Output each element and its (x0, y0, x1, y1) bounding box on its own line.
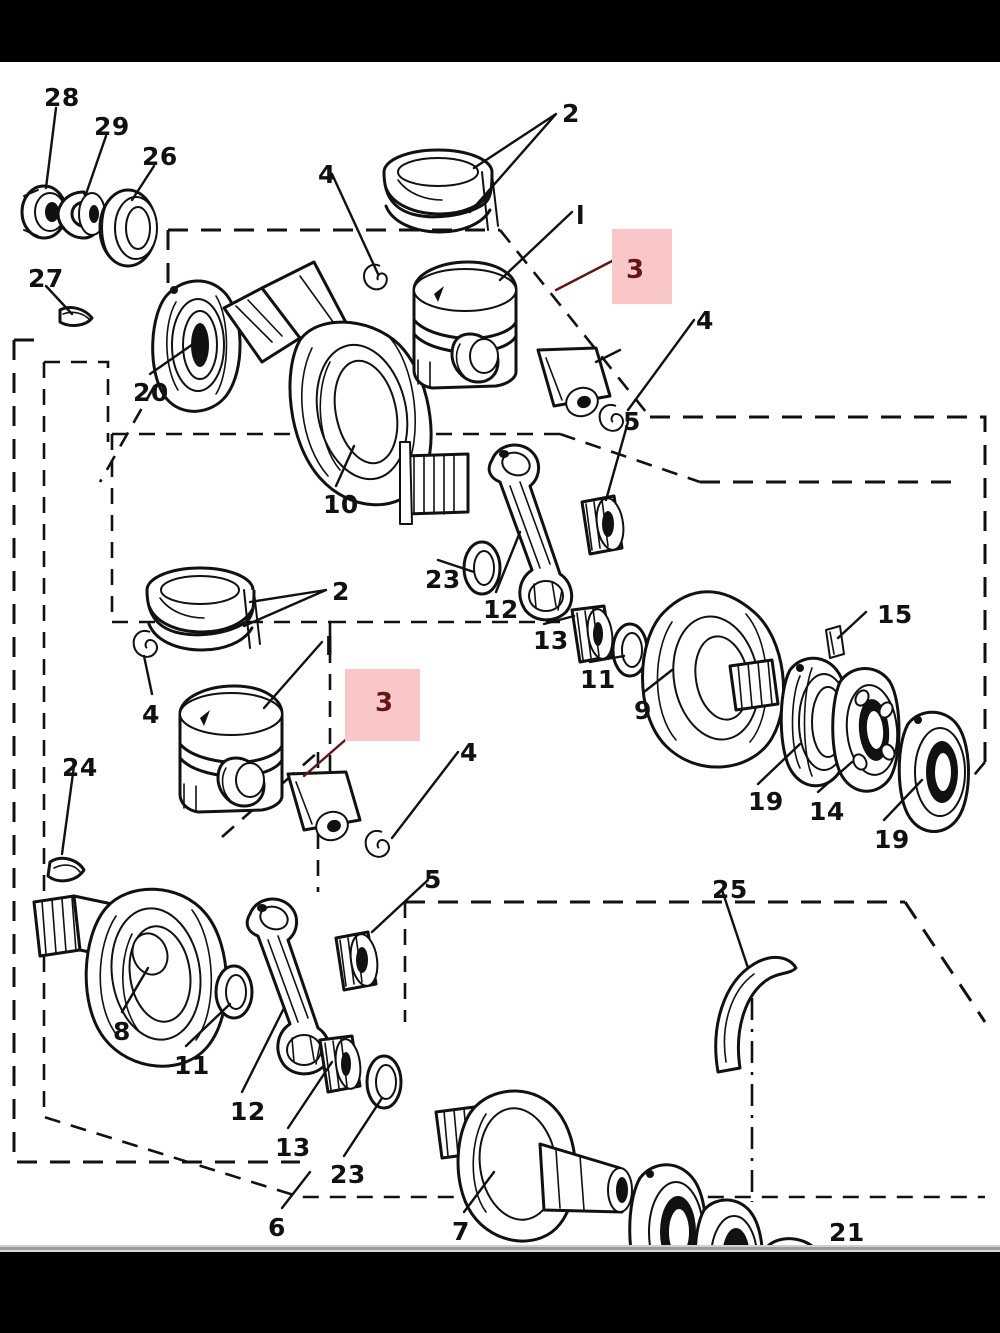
part-10-crankshaft-upper (222, 260, 470, 525)
part-4-clip-lower-left (132, 630, 158, 658)
callout-8: 8 (113, 1017, 131, 1046)
callout-14: 14 (809, 797, 845, 826)
callout-1-upper: l (576, 201, 586, 230)
part-5-small-end-bearing-upper (580, 494, 625, 556)
callout-10: 10 (323, 490, 359, 519)
callout-12-lower: 12 (230, 1097, 266, 1126)
callout-29: 29 (94, 112, 130, 141)
callout-13-lower: 13 (275, 1133, 311, 1162)
part-1-piston-lower (178, 684, 284, 814)
callout-27: 27 (28, 264, 64, 293)
part-26-oil-seal (98, 188, 158, 268)
callout-4-upper-right: 4 (696, 306, 714, 335)
part-11-thrust-washer-lower (214, 964, 254, 1020)
callout-23-upper: 23 (425, 565, 461, 594)
callout-5-lower: 5 (424, 865, 442, 894)
part-4-clip-upper-right (598, 404, 624, 432)
part-23-thrust-washer-lower (365, 1054, 403, 1110)
callout-15: 15 (877, 600, 913, 629)
diagram-canvas: .s{fill:none;stroke:#111;stroke-width:3;… (0, 62, 1000, 1283)
part-14-bearing-spacer (831, 667, 901, 793)
callout-2-lower: 2 (332, 577, 350, 606)
part-3-piston-pin-lower (286, 770, 362, 842)
part-15-dowel-pin (825, 625, 845, 659)
callout-26: 26 (142, 142, 178, 171)
highlight-label-3-lower: 3 (375, 688, 394, 718)
part-9-crank-web (641, 590, 786, 769)
callout-2-upper: 2 (562, 99, 580, 128)
letterbox-bottom (0, 1252, 1000, 1333)
callout-21: 21 (829, 1218, 865, 1247)
part-12-connecting-rod-upper (487, 443, 574, 622)
part-3-piston-pin-upper (536, 346, 612, 418)
part-28-nut (20, 184, 68, 240)
part-1-piston-upper (412, 260, 518, 390)
part-4-clip-lower-right (364, 830, 390, 858)
part-20-bearing (151, 279, 242, 413)
callout-12-upper: 12 (483, 595, 519, 624)
callout-28: 28 (44, 83, 80, 112)
part-22-bearing-bottom (694, 1198, 764, 1245)
callout-6: 6 (268, 1213, 286, 1242)
part-bearing-bottom-extra (767, 1237, 813, 1245)
callout-1-lower: l (325, 632, 335, 661)
part-13-big-end-bearing-lower (318, 1034, 362, 1094)
callout-9: 9 (634, 696, 652, 725)
part-12-connecting-rod-lower (245, 897, 332, 1076)
part-7-crank-web-lower (434, 1089, 633, 1243)
callout-4-upper-left: 4 (318, 160, 336, 189)
callout-7: 7 (452, 1217, 470, 1246)
part-2-piston-rings-lower (145, 566, 261, 652)
part-11-thrust-washer-upper (611, 622, 649, 678)
callout-11-lower: 11 (174, 1051, 210, 1080)
highlight-part-3-lower (345, 669, 420, 741)
callout-19-left: 19 (748, 787, 784, 816)
part-24-woodruff-key (46, 856, 86, 883)
letterbox-top (0, 0, 1000, 62)
part-8-crank-web (32, 887, 228, 1068)
part-13-big-end-bearing-upper (570, 604, 614, 664)
part-2-piston-rings-upper (382, 148, 499, 234)
callout-23-lower: 23 (330, 1160, 366, 1189)
part-29-lock-washer (56, 190, 106, 240)
part-27-woodruff-key (58, 306, 94, 327)
callout-25: 25 (712, 875, 748, 904)
highlight-part-3-upper (612, 229, 672, 304)
callout-19-right: 19 (874, 825, 910, 854)
callout-24: 24 (62, 753, 98, 782)
part-25-circlip (714, 955, 798, 1074)
part-5-small-end-bearing-lower (334, 930, 379, 992)
part-4-clip-upper-left (363, 263, 388, 291)
parts-diagram-svg: .s{fill:none;stroke:#111;stroke-width:3;… (12, 106, 987, 1245)
callout-11-upper: 11 (580, 665, 616, 694)
callout-20: 20 (133, 378, 169, 407)
callout-4-lower-right: 4 (460, 738, 478, 767)
callout-5-upper: 5 (623, 407, 641, 436)
highlight-label-3-upper: 3 (626, 255, 645, 285)
callout-4-lower-left: 4 (142, 700, 160, 729)
part-23-thrust-washer-upper (462, 540, 502, 596)
scroll-strip[interactable] (0, 1245, 1000, 1252)
part-19-bearing-right (897, 710, 970, 833)
callout-13-upper: 13 (533, 626, 569, 655)
leader-lines (44, 106, 924, 1214)
part-21-bearing-bottom (628, 1163, 708, 1245)
